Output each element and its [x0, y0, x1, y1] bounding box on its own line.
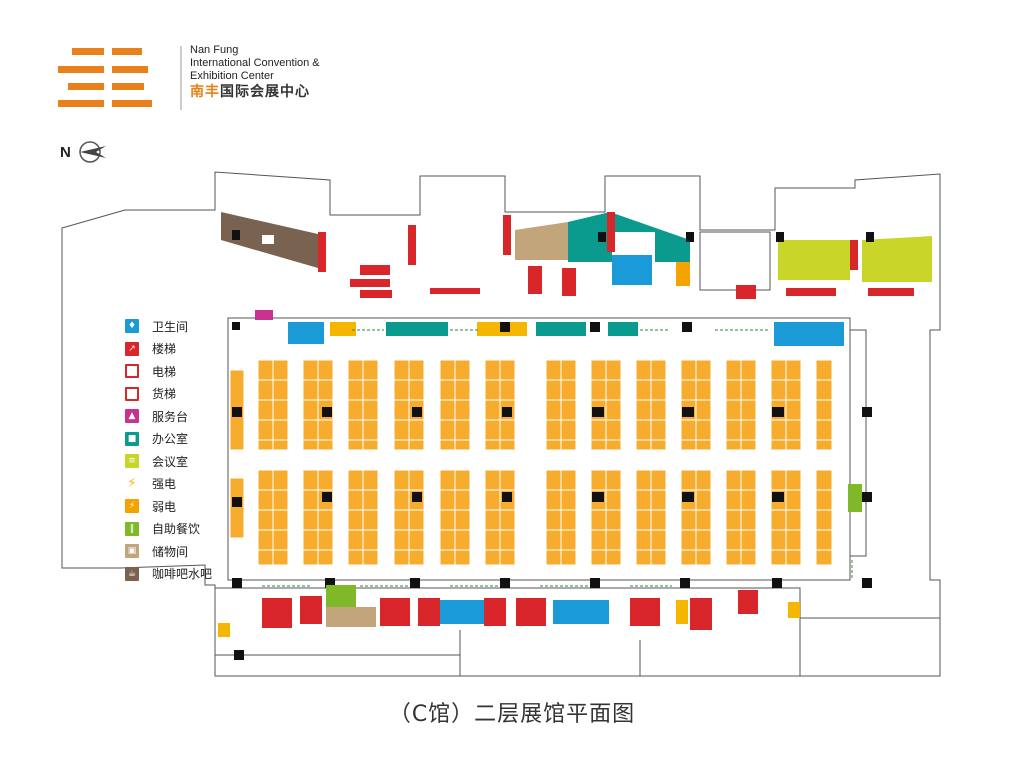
meeting-room-2[interactable] — [862, 236, 932, 282]
legend-label: 办公室 — [152, 432, 189, 447]
logo-cn-rest: 国际会展中心 — [220, 83, 310, 99]
coffee-cup-icon — [262, 235, 274, 244]
legend-item-self-service-dining: ‖ 自助餐饮 — [125, 518, 212, 541]
legend-item-meeting-room: ≡ 会议室 — [125, 450, 212, 473]
legend-label: 咖啡吧水吧 — [152, 567, 213, 582]
legend-item-stairs: ↗ 楼梯 — [125, 338, 212, 361]
low-voltage-top[interactable] — [676, 262, 690, 286]
legend-label: 强电 — [152, 477, 177, 492]
self-service-dining-icon: ‖ — [125, 521, 139, 536]
storage-room-icon: ▣ — [125, 544, 139, 559]
logo-cn: 南丰国际会展中心 — [190, 83, 320, 99]
logo-en-line1: Nan Fung — [190, 44, 239, 56]
legend-item-office: ■ 办公室 — [125, 428, 212, 451]
service-desk[interactable] — [255, 310, 273, 320]
legend-item-restroom: ♦ 卫生间 — [125, 315, 212, 338]
legend-label: 会议室 — [152, 454, 189, 469]
stairs-icon: ↗ — [125, 341, 139, 356]
structural-columns — [232, 230, 874, 660]
service-desk-icon: ▲ — [125, 409, 139, 424]
coffee-bar-icon: ☕ — [125, 566, 139, 581]
legend-label: 自助餐饮 — [152, 522, 201, 537]
logo-en-line3: Exhibition Center — [190, 70, 274, 82]
legend-item-service-desk: ▲ 服务台 — [125, 405, 212, 428]
legend-label: 楼梯 — [152, 342, 177, 357]
map-caption: （C馆）二层展馆平面图 — [388, 702, 636, 727]
legend-label: 储物间 — [152, 544, 189, 559]
legend-label: 卫生间 — [152, 319, 189, 334]
legend: ♦ 卫生间 ↗ 楼梯 电梯 货梯 ▲ 服务台 ■ 办公室 ≡ 会议室 ⚡ 强电 ⚡ 弱电 ‖ 自… — [125, 315, 212, 585]
self-service-dining-right[interactable] — [848, 484, 862, 512]
freight-elevator-icon — [125, 386, 139, 401]
legend-label: 服务台 — [152, 409, 189, 424]
storage-room-top[interactable] — [515, 222, 568, 260]
legend-label: 货梯 — [152, 387, 177, 402]
restroom-icon: ♦ — [125, 319, 139, 334]
logo-en-line2: International Convention & — [190, 57, 320, 69]
compass-icon — [79, 141, 106, 163]
legend-label: 电梯 — [152, 364, 177, 379]
legend-item-elevator: 电梯 — [125, 360, 212, 383]
legend-item-storage-room: ▣ 储物间 — [125, 540, 212, 563]
booth-row-upper — [257, 359, 833, 451]
legend-item-freight-elevator: 货梯 — [125, 383, 212, 406]
meeting-room-1[interactable] — [778, 240, 850, 280]
logo-text: Nan Fung International Convention & Exhi… — [190, 44, 320, 98]
high-voltage-icon: ⚡ — [125, 476, 139, 491]
top-facility-strip — [288, 322, 844, 346]
office-top[interactable] — [568, 212, 690, 262]
logo-mark — [58, 48, 152, 107]
meeting-room-icon: ≡ — [125, 454, 139, 469]
legend-item-low-voltage: ⚡ 弱电 — [125, 495, 212, 518]
bottom-facility-strip — [218, 585, 800, 637]
logo-cn-highlight: 南丰 — [190, 83, 220, 99]
office-icon: ■ — [125, 431, 139, 446]
elevator-icon — [125, 364, 139, 379]
legend-item-coffee-bar: ☕ 咖啡吧水吧 — [125, 563, 212, 586]
low-voltage-icon: ⚡ — [125, 499, 139, 514]
stairs-top[interactable] — [318, 212, 914, 299]
compass-label: N — [60, 144, 71, 161]
legend-item-high-voltage: ⚡ 强电 — [125, 473, 212, 496]
restroom-top-1[interactable] — [612, 255, 652, 285]
doorways — [262, 329, 853, 587]
legend-label: 弱电 — [152, 499, 177, 514]
booth-grid-lines — [258, 360, 832, 565]
